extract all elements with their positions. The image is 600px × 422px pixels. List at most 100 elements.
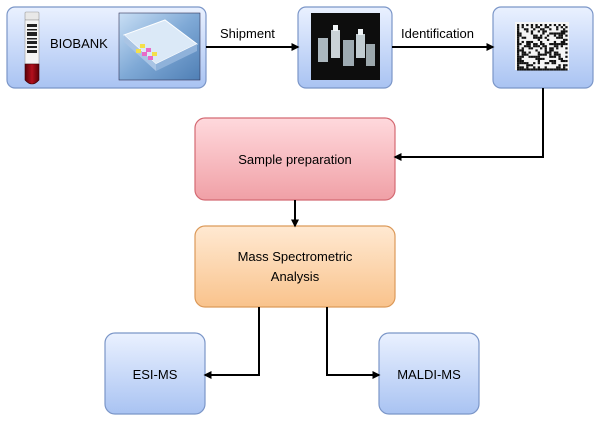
datamatrix-module <box>535 49 538 52</box>
datamatrix-module <box>523 51 527 54</box>
datamatrix-module <box>558 66 561 69</box>
datamatrix-module <box>546 62 550 65</box>
datamatrix-module <box>560 26 563 29</box>
datamatrix-module <box>549 47 552 50</box>
datamatrix-module <box>517 38 520 41</box>
datamatrix-module <box>558 36 561 39</box>
datamatrix-module <box>517 51 520 54</box>
datamatrix-module <box>517 49 520 52</box>
datamatrix-module <box>546 51 550 54</box>
datamatrix-module <box>523 62 527 65</box>
datamatrix-module <box>553 51 557 54</box>
datamatrix-module <box>517 36 520 39</box>
datamatrix-module <box>551 32 554 35</box>
mass-spectrometry-node: Mass Spectrometric Analysis <box>194 225 396 308</box>
datamatrix-module <box>563 40 566 44</box>
datamatrix-module <box>549 53 552 56</box>
datamatrix-module <box>540 24 543 27</box>
datamatrix-module <box>549 59 552 63</box>
datamatrix-module <box>517 57 520 60</box>
datamatrix-module <box>546 34 550 37</box>
datamatrix-module <box>535 45 538 48</box>
datamatrix-module <box>553 43 557 46</box>
datamatrix-module <box>565 55 568 58</box>
datamatrix-module <box>560 45 563 48</box>
datamatrix-module <box>533 36 536 39</box>
edge-shipment: Shipment <box>206 26 300 51</box>
datamatrix-module <box>560 32 563 35</box>
datamatrix-module <box>565 38 568 41</box>
datamatrix-module <box>528 45 531 48</box>
datamatrix-module <box>540 43 543 46</box>
datamatrix-module <box>517 30 520 33</box>
datamatrix-module <box>537 30 540 33</box>
datamatrix-module <box>553 32 557 35</box>
datamatrix-module <box>517 28 520 31</box>
datamatrix-module <box>542 57 545 60</box>
datamatrix-module <box>526 30 529 33</box>
sample-preparation-label: Sample preparation <box>238 152 351 167</box>
datamatrix-module <box>521 62 524 65</box>
datamatrix-module <box>542 43 545 46</box>
datamatrix-barcode-icon <box>515 22 569 71</box>
esi-ms-node: ESI-MS <box>104 332 206 415</box>
datamatrix-module <box>519 32 522 35</box>
datamatrix-module <box>535 57 538 60</box>
datamatrix-module <box>558 68 561 71</box>
datamatrix-module <box>517 40 520 44</box>
datamatrix-module <box>556 66 559 69</box>
datamatrix-module <box>526 40 529 44</box>
datamatrix-module <box>551 68 554 71</box>
datamatrix-module <box>556 43 559 46</box>
datamatrix-module <box>526 62 529 65</box>
datamatrix-module <box>519 49 522 52</box>
datamatrix-module <box>558 34 561 37</box>
datamatrix-module <box>530 64 534 67</box>
datamatrix-module <box>523 36 527 39</box>
datamatrix-module <box>526 28 529 31</box>
datamatrix-module <box>549 51 552 54</box>
datamatrix-module <box>549 32 552 35</box>
datamatrix-module <box>537 45 540 48</box>
datamatrix-module <box>544 51 547 54</box>
datamatrix-module <box>530 68 534 71</box>
datamatrix-module <box>563 66 566 69</box>
sample-plate-photo <box>118 12 201 81</box>
datamatrix-module <box>556 53 559 56</box>
mass-spectrometry-label-line1: Mass Spectrometric <box>238 249 353 264</box>
datamatrix-module <box>553 45 557 48</box>
datamatrix-module <box>533 28 536 31</box>
datamatrix-module <box>521 24 524 27</box>
datamatrix-module <box>537 68 540 71</box>
datamatrix-module <box>517 34 520 37</box>
datamatrix-module <box>558 57 561 60</box>
datamatrix-module <box>517 26 520 29</box>
datamatrix-module <box>517 32 520 35</box>
datamatrix-module <box>544 66 547 69</box>
datamatrix-module <box>540 57 543 60</box>
biobank-label: BIOBANK <box>50 36 108 51</box>
datamatrix-module <box>521 49 524 52</box>
datamatrix-module <box>521 47 524 50</box>
datamatrix-module <box>537 38 540 41</box>
datamatrix-module <box>533 62 536 65</box>
datamatrix-module <box>535 34 538 37</box>
edge-mass-spec-to-esi <box>203 307 260 379</box>
biobank-node: BIOBANK <box>6 6 207 89</box>
datamatrix-module <box>528 47 531 50</box>
datamatrix-module <box>565 64 568 67</box>
datamatrix-module <box>521 59 524 63</box>
datamatrix-module <box>537 62 540 65</box>
datamatrix-module <box>551 62 554 65</box>
datamatrix-module <box>519 55 522 58</box>
datamatrix-module <box>556 51 559 54</box>
datamatrix-module <box>544 53 547 56</box>
datamatrix-module <box>558 64 561 67</box>
datamatrix-module <box>519 57 522 60</box>
datamatrix-module <box>546 26 550 29</box>
datamatrix-module <box>519 66 522 69</box>
datamatrix-module <box>542 45 545 48</box>
mass-spectrometry-box <box>194 225 396 308</box>
datamatrix-module <box>517 55 520 58</box>
datamatrix-module <box>517 68 520 71</box>
